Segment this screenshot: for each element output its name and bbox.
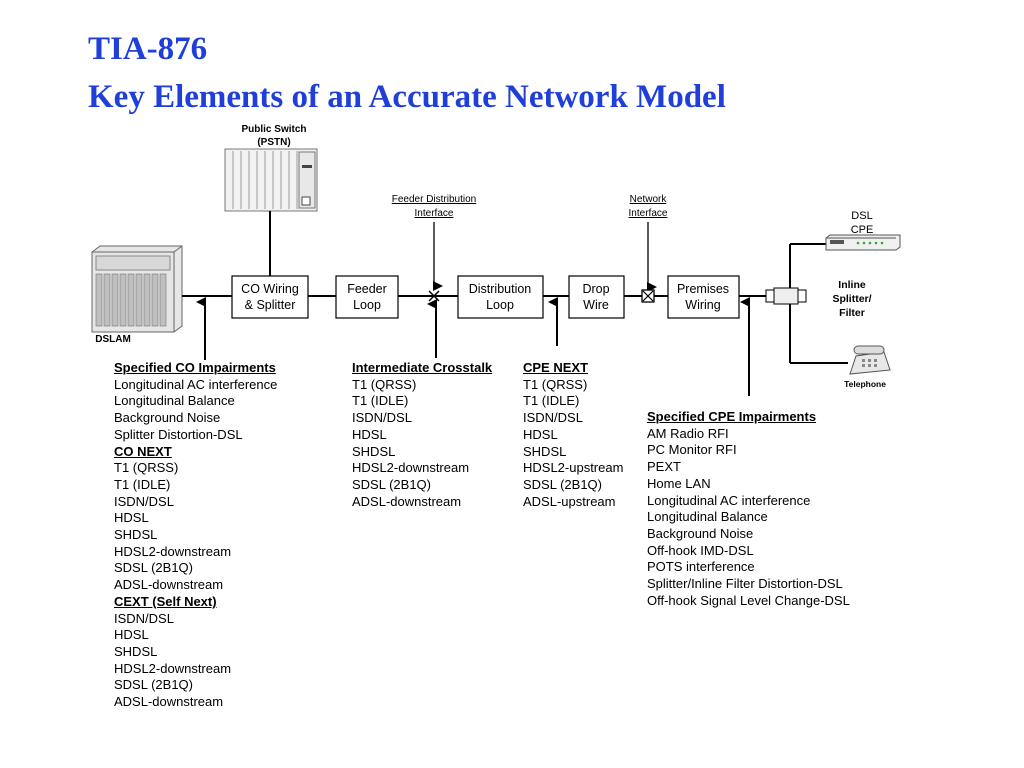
list-item: SHDSL [114, 527, 158, 543]
list-item: SHDSL [114, 643, 158, 659]
list-heading: CPE NEXT [523, 360, 589, 375]
drop-wire-label-2: Wire [583, 298, 609, 312]
feeder-interface-label-1: Feeder Distribution [392, 194, 476, 205]
drop-wire-box: Drop Wire [568, 275, 625, 319]
list-heading: CEXT (Self Next) [114, 593, 217, 609]
list-item: Longitudinal AC interference [114, 376, 278, 392]
feeder-distribution-interface: Feeder Distribution Interface [392, 194, 476, 302]
list-item: POTS interference [647, 559, 755, 575]
list-item: Longitudinal AC interference [647, 492, 811, 508]
list-item: HDSL2-downstream [114, 543, 232, 559]
inline-filter-label-3: Filter [839, 307, 865, 319]
list-item: HDSL2-downstream [352, 460, 470, 476]
list-item: ISDN/DSL [352, 410, 412, 426]
list-item: HDSL2-upstream [523, 460, 624, 476]
list-item: T1 (IDLE) [352, 393, 409, 409]
list-heading: Specified CO Impairments [114, 360, 276, 375]
feeder-loop-box: Feeder Loop [335, 275, 399, 319]
dsl-cpe-modem-icon: DSL CPE [825, 210, 901, 251]
slide-title: TIA-876 [88, 31, 208, 67]
list-item: T1 (QRSS) [352, 376, 417, 392]
feeder-interface-label-2: Interface [415, 208, 454, 219]
list-item: HDSL [523, 426, 558, 442]
list-item: ISDN/DSL [523, 410, 583, 426]
list-item: ADSL-downstream [114, 577, 224, 593]
list-item: SDSL (2B1Q) [114, 560, 193, 576]
list-item: SDSL (2B1Q) [352, 476, 431, 492]
telephone-icon: Telephone [844, 345, 891, 389]
distribution-loop-label-2: Loop [486, 298, 514, 312]
slide-subtitle: Key Elements of an Accurate Network Mode… [88, 79, 726, 115]
list-item: ADSL-downstream [352, 493, 462, 509]
dsl-cpe-label-1: DSL [851, 210, 872, 222]
list-item: T1 (QRSS) [523, 376, 588, 392]
list-item: ISDN/DSL [114, 610, 174, 626]
list-item: SHDSL [352, 443, 396, 459]
drop-wire-label-1: Drop [582, 282, 609, 296]
list-item: Background Noise [114, 410, 221, 426]
list-heading: CO NEXT [114, 443, 172, 459]
list-item: Background Noise [647, 525, 754, 541]
premises-wiring-box: Premises Wiring [667, 275, 740, 319]
list-item: T1 (IDLE) [523, 393, 580, 409]
inline-filter-label-1: Inline [838, 279, 866, 291]
list-item: Splitter/Inline Filter Distortion-DSL [647, 576, 843, 592]
list-item: ADSL-downstream [114, 694, 224, 710]
inline-filter-label-2: Splitter/ [832, 293, 871, 305]
telephone-label: Telephone [844, 379, 886, 389]
list-item: PC Monitor RFI [647, 442, 737, 458]
dsl-cpe-label-2: CPE [851, 224, 874, 236]
list-heading: Specified CPE Impairments [647, 409, 817, 424]
feeder-loop-label-2: Loop [353, 298, 381, 312]
list-item: PEXT [647, 459, 681, 475]
inline-filter-icon: Inline Splitter/ Filter [765, 279, 872, 319]
pstn-label: Public Switch [241, 124, 306, 135]
nid-icon [641, 289, 655, 303]
list-item: Home LAN [647, 475, 711, 491]
list-item: SDSL (2B1Q) [523, 476, 602, 492]
distribution-loop-label-1: Distribution [469, 282, 532, 296]
list-item: Longitudinal Balance [647, 509, 768, 525]
impairment-arrows [196, 297, 750, 396]
list-item: T1 (QRSS) [114, 460, 179, 476]
list-item: T1 (IDLE) [114, 476, 171, 492]
list-item: ISDN/DSL [114, 493, 174, 509]
network-interface: Network Interface [629, 194, 668, 303]
co-wiring-box: CO Wiring & Splitter [231, 275, 309, 319]
list-item: Longitudinal Balance [114, 393, 235, 409]
list-heading: Intermediate Crosstalk [352, 360, 493, 375]
network-interface-label-1: Network [630, 194, 668, 205]
premises-wiring-label-1: Premises [677, 282, 729, 296]
list-item: HDSL2-downstream [114, 660, 232, 676]
premises-wiring-label-2: Wiring [685, 298, 720, 312]
list-item: SHDSL [523, 443, 567, 459]
list-item: Off-hook IMD-DSL [647, 542, 754, 558]
list-item: HDSL [352, 426, 387, 442]
list-item: HDSL [114, 627, 149, 643]
list-item: Off-hook Signal Level Change-DSL [647, 592, 850, 608]
co-wiring-label-2: & Splitter [245, 298, 296, 312]
list-item: ADSL-upstream [523, 493, 616, 509]
network-interface-label-2: Interface [629, 208, 668, 219]
feeder-loop-label-1: Feeder [347, 282, 387, 296]
list-item: AM Radio RFI [647, 425, 729, 441]
distribution-loop-box: Distribution Loop [457, 275, 544, 319]
list-item: Splitter Distortion-DSL [114, 426, 243, 442]
dslam-label: DSLAM [95, 334, 131, 345]
co-wiring-label-1: CO Wiring [241, 282, 299, 296]
list-item: SDSL (2B1Q) [114, 677, 193, 693]
pstn-sublabel: (PSTN) [257, 137, 290, 148]
dslam-icon: DSLAM [91, 245, 183, 345]
list-item: HDSL [114, 510, 149, 526]
pstn-switch-icon: Public Switch (PSTN) [224, 124, 318, 212]
